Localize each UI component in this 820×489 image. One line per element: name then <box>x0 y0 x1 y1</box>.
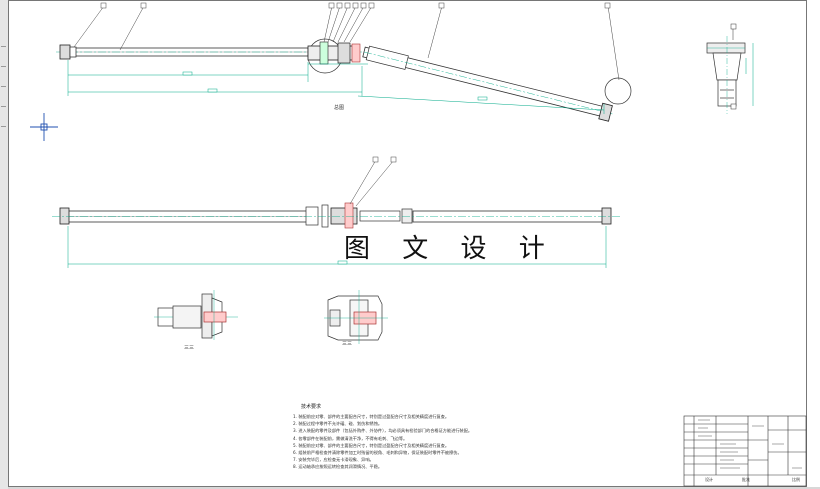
ruler-tick <box>1 46 6 47</box>
title-block-scale: 比例 <box>792 477 800 482</box>
drawing-svg <box>8 0 807 487</box>
tech-req-note: 4. 各零部件在装配前，需做清洗干净，不得有毛刺、飞边等。 <box>293 435 408 441</box>
side-view <box>706 23 754 114</box>
tech-req-note: 8. 运动轴承应按照运转检查其润滑情况、平稳。 <box>293 464 383 470</box>
top-assembly-view <box>56 2 632 122</box>
tech-req-title: 技术要求 <box>301 404 322 410</box>
detail-front-view <box>154 290 238 340</box>
ruler-tick <box>1 106 6 107</box>
title-block-approve: 批准 <box>742 477 750 482</box>
tech-req-note: 3. 进入装配的零件及部件（包括外购件、外协件），均必须具有检验部门的合格证方能… <box>293 428 473 434</box>
horizontal-scrollbar[interactable] <box>8 487 820 489</box>
ruler-tick <box>1 126 6 127</box>
watermark-text: 图 文 设 计 <box>344 234 557 264</box>
tech-req-note: 1. 装配前应对零、部件的主要配合尺寸，特别是过盈配合尺寸及相关精度进行复查。 <box>293 414 450 419</box>
assembly-view-caption: 总图 <box>334 105 345 111</box>
tech-req-note: 2. 装配过程中零件不允许磕、碰、划伤和锈蚀。 <box>293 421 383 427</box>
detail-front-caption: 三三 <box>184 345 195 351</box>
title-block <box>683 415 807 487</box>
ruler-tick <box>1 66 6 67</box>
ruler-tick <box>1 86 6 87</box>
detail-side-view <box>324 290 388 344</box>
sheet-border <box>8 0 807 487</box>
middle-shaft-view <box>52 156 620 268</box>
tech-req-note: 7. 安装完毕后，应检查无卡滞现象、异响。 <box>293 457 374 463</box>
title-block-designer: 设计 <box>705 477 713 482</box>
crosshair-cursor <box>30 113 58 141</box>
technical-requirements: 技术要求 1. 装配前应对零、部件的主要配合尺寸，特别是过盈配合尺寸及相关精度进… <box>293 404 553 471</box>
drawing-canvas[interactable]: 图 文 设 计 总图 三三 三三 技术要求 1. 装配前应对零、部件的主要配合尺… <box>8 0 820 487</box>
tech-req-note: 6. 组装前严格检查并清除零件加工时残留的锐角、毛刺和异物，保证装配时零件不被擦… <box>293 450 462 456</box>
detail-side-caption: 三三 <box>342 341 353 347</box>
tech-req-note: 5. 装配前应对零、部件的主要配合尺寸，特别是过盈配合尺寸及相关精度进行复查。 <box>293 442 450 448</box>
